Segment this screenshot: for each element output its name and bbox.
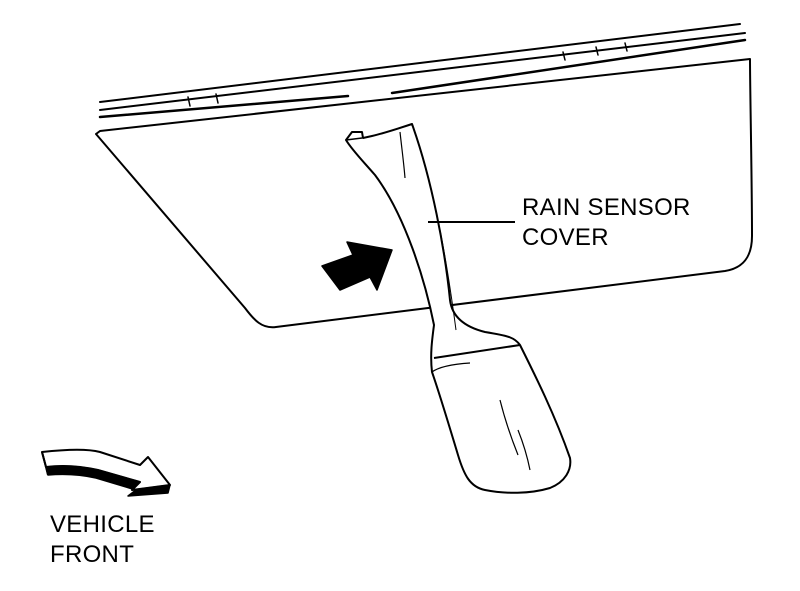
cover-outline xyxy=(345,123,572,494)
windshield-top-edge xyxy=(98,23,747,119)
mirror-base-panel xyxy=(95,58,753,329)
vehicle-front-label: VEHICLE FRONT xyxy=(50,510,155,570)
vehicle-front-arrow-icon xyxy=(41,448,171,497)
vehicle-front-label-line1: VEHICLE xyxy=(50,511,155,538)
rain-sensor-cover-label-line1: RAIN SENSOR xyxy=(522,194,691,221)
push-arrow-icon xyxy=(321,241,393,291)
rain-sensor-cover-label: RAIN SENSOR COVER xyxy=(522,193,691,253)
rain-sensor-cover-label-line2: COVER xyxy=(522,224,609,251)
vehicle-front-label-line2: FRONT xyxy=(50,541,135,568)
rain-sensor-cover-part xyxy=(345,123,572,494)
